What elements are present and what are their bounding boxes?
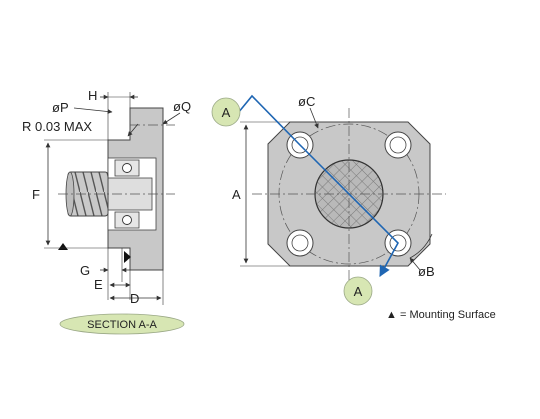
legend-text: = Mounting Surface (400, 309, 496, 321)
label-h: H (88, 88, 97, 103)
label-phi-b: øB (418, 264, 435, 279)
mounting-surface-marker-left (58, 243, 68, 250)
mounting-hole-tr (384, 131, 412, 159)
legend: ▲ = Mounting Surface (386, 309, 496, 321)
section-caption: SECTION A-A (87, 319, 157, 331)
label-phi-c: øC (298, 94, 315, 109)
svg-text:A: A (222, 105, 231, 120)
svg-text:A: A (354, 284, 363, 299)
label-d: D (130, 291, 139, 306)
label-a: A (232, 187, 241, 202)
leader-phi-q (162, 112, 181, 125)
section-marker-top: A (211, 97, 241, 127)
label-e: E (94, 277, 103, 292)
front-view: A øC øB A A (211, 94, 446, 306)
section-caption-badge (59, 313, 185, 335)
leader-phi-b (409, 257, 421, 271)
label-g: G (80, 263, 90, 278)
section-cut-line (237, 94, 399, 277)
leader-phi-b-arc (409, 233, 433, 259)
label-f: F (32, 187, 40, 202)
mounting-surface-marker-right (124, 251, 131, 263)
label-r-max: R 0.03 MAX (22, 119, 92, 134)
label-phi-q: øQ (173, 99, 191, 114)
bearing-ball-top (122, 163, 132, 173)
bearing-ball-bottom (122, 215, 132, 225)
section-view: F H øP R 0.03 MAX øQ G E D SECTION A-A (22, 88, 191, 335)
leader-r-max (127, 123, 139, 137)
leader-phi-p (73, 107, 113, 114)
legend-symbol: ▲ (386, 309, 397, 321)
mounting-hole-bl (286, 229, 314, 257)
leader-phi-c (309, 107, 319, 129)
label-phi-p: øP (52, 100, 69, 115)
section-marker-bottom: A (343, 276, 373, 306)
